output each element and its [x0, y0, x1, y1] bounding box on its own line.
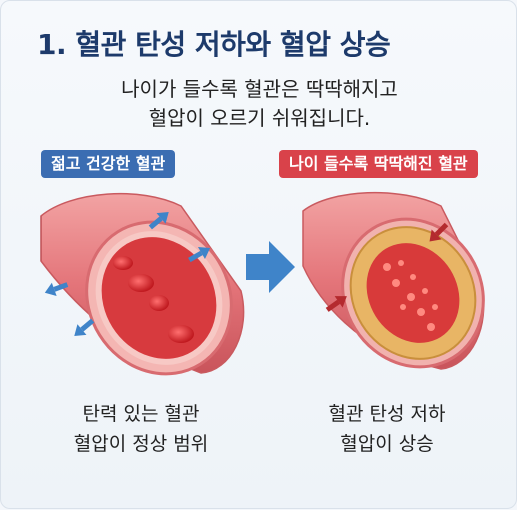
- healthy-vessel-caption: 탄력 있는 혈관 혈압이 정상 범위: [21, 399, 261, 459]
- stiff-caption-line-1: 혈관 탄성 저하: [328, 403, 446, 425]
- pressure-arrow-icon: [325, 222, 449, 312]
- healthy-vessel-badge: 젊고 건강한 혈관: [41, 150, 176, 178]
- stiff-vessel: [302, 191, 485, 370]
- stiff-caption-line-2: 혈압이 상승: [340, 433, 434, 455]
- page-title: 1. 혈관 탄성 저하와 혈압 상승: [37, 28, 391, 61]
- healthy-caption-line-2: 혈압이 정상 범위: [73, 433, 209, 455]
- stiff-vessel-badge: 나이 들수록 딱딱해진 혈관: [279, 150, 478, 178]
- healthy-caption-line-1: 탄력 있는 혈관: [82, 403, 200, 425]
- stiff-vessel-caption: 혈관 탄성 저하 혈압이 상승: [267, 399, 507, 459]
- subtitle-line-1: 나이가 들수록 혈관은 딱딱해지고: [121, 77, 398, 101]
- healthy-vessel: [40, 192, 245, 376]
- subtitle-line-2: 혈압이 오르기 쉬워집니다.: [148, 106, 371, 130]
- expand-arrow-icon: [44, 212, 211, 336]
- transition-arrow-icon: [246, 241, 295, 293]
- narrowed-blood-flow: [383, 260, 438, 331]
- red-blood-cells: [113, 256, 194, 343]
